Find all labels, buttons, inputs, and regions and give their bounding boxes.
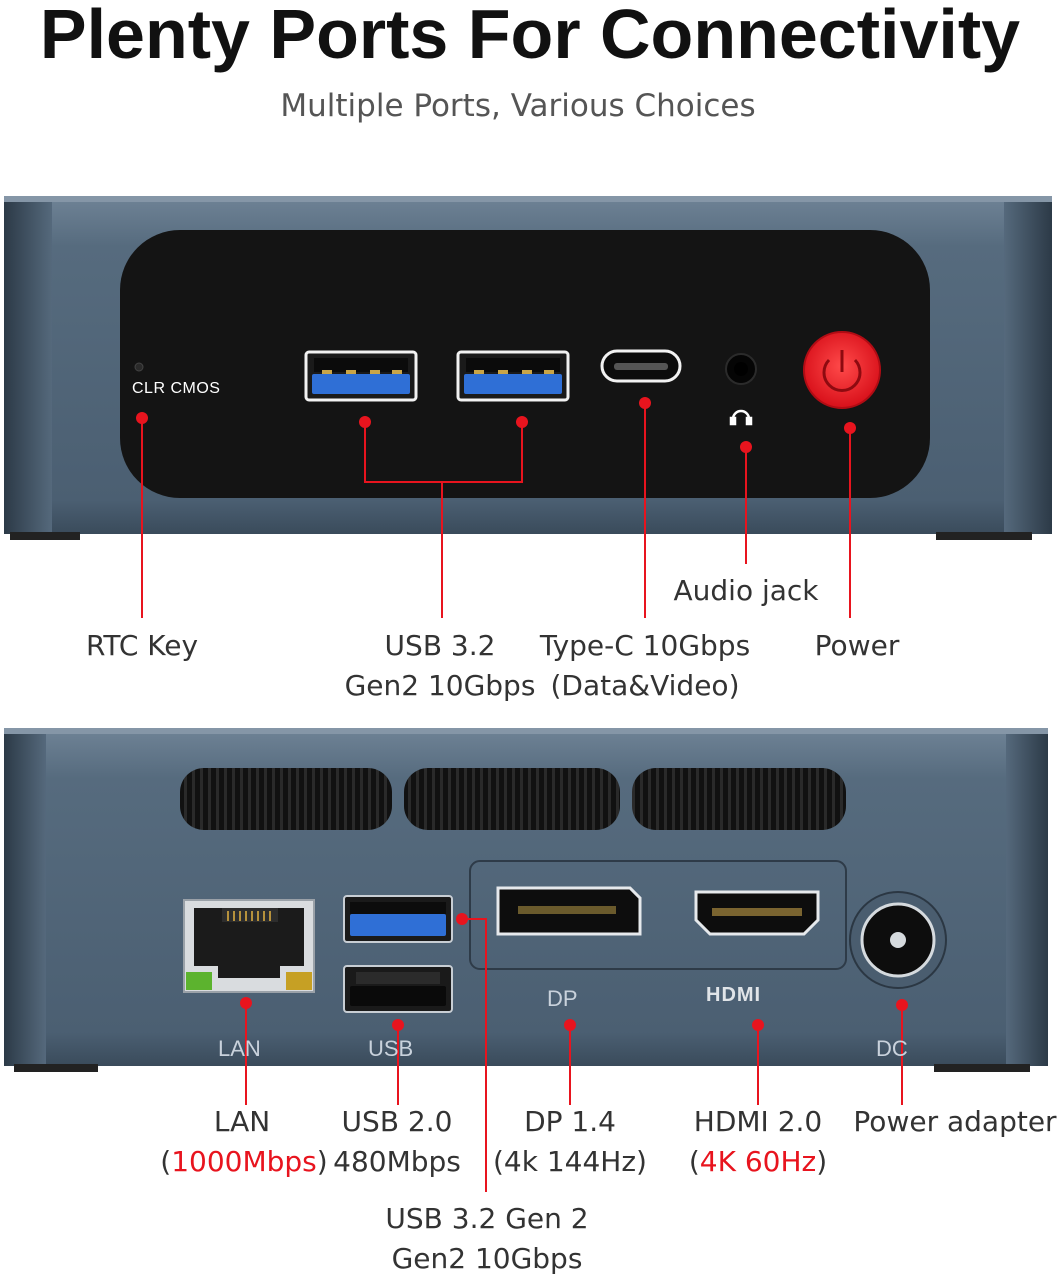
usb-a-port-icon [343, 965, 453, 1013]
lan-speed: 1000Mbps [171, 1145, 317, 1178]
power-adapter-label: Power adapter [853, 1105, 1057, 1138]
hdmi-close-paren: ) [816, 1145, 828, 1178]
usb-a-port-icon [343, 895, 453, 943]
typec-label-line1: Type-C 10Gbps [539, 629, 751, 662]
hdmi-spec: 4K 60Hz [699, 1145, 817, 1178]
hdmi-label-line1: HDMI 2.0 [693, 1105, 823, 1138]
ethernet-port-icon [183, 899, 315, 993]
dc-jack-icon [849, 891, 947, 989]
usb-print: USB [368, 1036, 414, 1061]
dp-print: DP [547, 986, 578, 1011]
dp-label-line2: (4k 144Hz) [493, 1145, 647, 1178]
front-callout-dots [136, 397, 856, 453]
front-callout-lines [141, 403, 851, 618]
usb-a-port-icon [456, 350, 570, 402]
usb20-label-line2: 480Mbps [333, 1145, 461, 1178]
displayport-icon [496, 886, 642, 936]
vent-grille-icon [180, 768, 846, 830]
audio-jack-label: Audio jack [673, 574, 819, 607]
page-subtitle: Multiple Ports, Various Choices [280, 88, 756, 124]
hdmi-label-line2: (4K 60Hz) [680, 1142, 836, 1182]
rtc-pinhole-icon [134, 362, 144, 372]
lan-label-line2: (1000Mbps) [156, 1142, 332, 1182]
usb32-front-label-line1: USB 3.2 [384, 629, 496, 662]
lan-close-paren: ) [316, 1145, 328, 1178]
page-title: Plenty Ports For Connectivity [39, 0, 1021, 73]
front-panel [4, 196, 1052, 618]
lan-open-paren: ( [160, 1145, 172, 1178]
rear-panel [4, 728, 1048, 1192]
rtc-key-label: RTC Key [85, 629, 199, 662]
hdmi-port-icon [694, 890, 820, 936]
lan-print: LAN [218, 1036, 261, 1061]
usb-a-port-icon [304, 350, 418, 402]
rear-callout-dots [240, 913, 908, 1031]
hdmi-logo-print: HDMI [706, 984, 762, 1006]
usb32-rear-label-line2: Gen2 10Gbps [391, 1242, 583, 1275]
clr-cmos-print: CLR CMOS [132, 380, 221, 397]
power-label: Power [814, 629, 900, 662]
dp-label-line1: DP 1.4 [524, 1105, 616, 1138]
lan-label-line1: LAN [213, 1105, 271, 1138]
power-button-icon [803, 331, 881, 409]
usb20-label-line1: USB 2.0 [341, 1105, 453, 1138]
rear-callout-lines [245, 918, 903, 1192]
typec-label-line2: (Data&Video) [550, 669, 740, 702]
hdmi-open-paren: ( [688, 1145, 700, 1178]
dc-print: DC [876, 1036, 908, 1061]
usb32-front-label-line2: Gen2 10Gbps [344, 669, 536, 702]
headset-icon [729, 409, 753, 426]
usb32-rear-label-line1: USB 3.2 Gen 2 [385, 1202, 589, 1235]
usb-c-port-icon [600, 349, 682, 383]
